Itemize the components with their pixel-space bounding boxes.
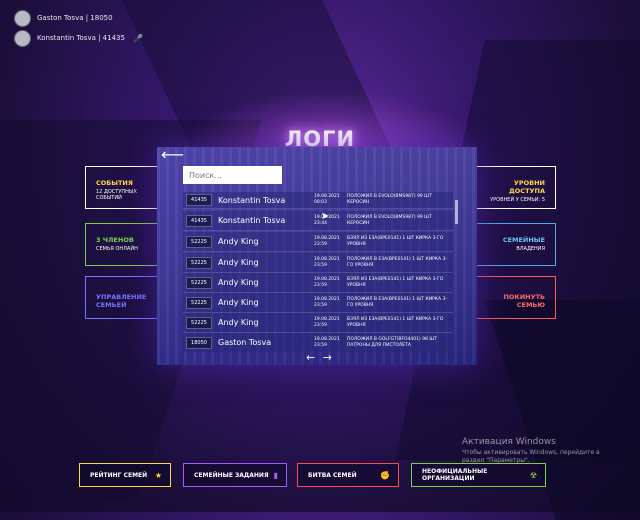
log-date: 19.08.2021 23:59 (314, 336, 340, 348)
log-action: ВЗЯЛ ИЗ E3A(ВРЕ0141) 1 ШТ КИРКА 3-ГО УРО… (347, 316, 444, 328)
table-row: 52225 Andy King 19.08.2021 23:59 ВЗЯЛ ИЗ… (183, 313, 453, 333)
events-card[interactable]: СОБЫТИЯ 12 ДОСТУПНЫХ СОБЫТИЙ (85, 166, 163, 209)
mouse-cursor-icon: ➤ (321, 211, 330, 222)
log-action: ВЗЯЛ ИЗ E3A(ВРЕ0141) 1 ШТ КИРКА 3-ГО УРО… (347, 276, 444, 288)
unofficial-orgs-label: НЕОФИЦИАЛЬНЫЕ ОРГАНИЗАЦИИ (422, 468, 488, 482)
scrollbar-thumb[interactable] (455, 200, 458, 224)
star-icon: ★ (154, 470, 162, 480)
events-title: СОБЫТИЯ (96, 179, 133, 187)
family-rating-label: РЕЙТИНГ СЕМЕЙ (90, 471, 148, 479)
next-page-arrow-icon[interactable]: → (322, 351, 334, 364)
manage-family-card[interactable]: УПРАВЛЕНИЕ СЕМЬЕЙ (85, 276, 163, 319)
avatar (14, 9, 31, 27)
family-property-card[interactable]: СЕМЕЙНЫЕ ВЛАДЕНИЯ (472, 223, 556, 266)
log-action: ПОЛОЖИЛ В E3A(ВРЕ0141) 1 ШТ КИРКА 3-ГО У… (347, 256, 447, 268)
members-subtitle: СЕМЬЯ ОНЛАЙН (96, 246, 138, 252)
prev-page-arrow-icon[interactable]: ← (306, 351, 318, 364)
watermark-text: Чтобы активировать Windows, перейдите в … (462, 449, 600, 464)
family-tasks-button[interactable]: СЕМЕЙНЫЕ ЗАДАНИЯ ▮ (183, 463, 287, 487)
table-row: 41435 Konstantin Tosva 19.08.2021 23:44 … (183, 211, 453, 231)
player-name: Konstantin Tosva (218, 216, 286, 225)
watermark-title: Активация Windows (462, 437, 556, 447)
log-date: 19.08.2021 23:59 (314, 296, 340, 308)
family-property-title: СЕМЕЙНЫЕ (502, 236, 545, 244)
player-id-badge: 18050 (186, 336, 212, 349)
avatar (14, 29, 31, 47)
player-name: Andy King (218, 278, 259, 287)
log-action: ПОЛОЖИЛ В E3A(ВРЕ0141) 1 ШТ КИРКА 3-ГО У… (347, 296, 447, 308)
player-id-badge: 41435 (186, 214, 212, 227)
back-arrow-icon[interactable]: ⟵ (161, 145, 184, 164)
log-action: ВЗЯЛ ИЗ E3A(ВРЕ0141) 1 ШТ КИРКА 3-ГО УРО… (347, 235, 444, 247)
player-id-badge: 52225 (186, 276, 212, 289)
table-row: 52225 Andy King 19.08.2021 23:59 ВЗЯЛ ИЗ… (183, 232, 453, 252)
log-date: 19.08.2021 23:59 (314, 235, 340, 247)
table-row: 52225 Andy King 19.08.2021 23:59 ВЗЯЛ ИЗ… (183, 273, 453, 293)
table-row: 41435 Konstantin Tosva 19.08.2021 00:03 … (183, 192, 453, 209)
player-name: Konstantin Tosva (218, 195, 286, 205)
events-subtitle: 12 ДОСТУПНЫХ СОБЫТИЙ (96, 189, 137, 201)
search-input[interactable] (183, 166, 282, 184)
log-date: 19.08.2021 23:59 (314, 276, 340, 288)
family-battle-label: БИТВА СЕМЕЙ (308, 471, 357, 479)
leave-family-title: ПОКИНУТЬ СЕМЬЮ (503, 293, 545, 309)
members-title: 3 ЧЛЕНОВ (96, 236, 134, 244)
player-name: Andy King (218, 298, 259, 307)
log-date: 19.08.2021 23:59 (314, 256, 340, 268)
windows-activation-watermark: Активация Windows Чтобы активировать Win… (462, 437, 622, 465)
family-battle-button[interactable]: БИТВА СЕМЕЙ ✊ (297, 463, 399, 487)
access-levels-title: УРОВНИ ДОСТУПА (508, 179, 545, 195)
player-name: Gaston Tosva (218, 338, 272, 347)
family-rating-button[interactable]: РЕЙТИНГ СЕМЕЙ ★ (79, 463, 171, 487)
family-tasks-label: СЕМЕЙНЫЕ ЗАДАНИЯ (194, 471, 269, 479)
unofficial-orgs-button[interactable]: НЕОФИЦИАЛЬНЫЕ ОРГАНИЗАЦИИ ☢ (411, 463, 546, 487)
log-action: ПОЛОЖИЛ В EVOLO(BMS987) 99 ШТ КЕРОСИН (347, 214, 432, 226)
table-row: 52225 Andy King 19.08.2021 23:59 ПОЛОЖИЛ… (183, 253, 453, 273)
leave-family-card[interactable]: ПОКИНУТЬ СЕМЬЮ (472, 276, 556, 319)
player-id-badge: 52225 (186, 235, 212, 248)
player-id-badge: 41435 (186, 194, 212, 206)
pagination: ← → (306, 351, 334, 364)
voice-players-list: Gaston Tosva | 18050 Konstantin Tosva | … (14, 8, 143, 48)
log-date: 19.08.2021 23:59 (314, 316, 340, 328)
log-date: 19.08.2021 00:03 (314, 194, 340, 205)
player-name: Andy King (218, 318, 259, 327)
log-action: ПОЛОЖИЛ В GOLFGT(BFO4401) 98 ШТ ПАТРОНЫ … (347, 336, 437, 348)
player-name: Gaston Tosva | 18050 (37, 14, 113, 22)
player-id-badge: 52225 (186, 256, 212, 269)
player-entry: Gaston Tosva | 18050 (14, 8, 143, 28)
radiation-icon: ☢ (529, 470, 537, 480)
player-name: Andy King (218, 258, 259, 267)
log-action: ПОЛОЖИЛ В EVOLO(BMS987) 99 ШТ КЕРОСИН (347, 194, 432, 205)
microphone-icon: 🎤 (132, 33, 143, 43)
player-entry: Konstantin Tosva | 41435 🎤 (14, 28, 143, 48)
player-id-badge: 52225 (186, 316, 212, 329)
table-row: 18050 Gaston Tosva 19.08.2021 23:59 ПОЛО… (183, 333, 453, 352)
player-name: Andy King (218, 237, 259, 246)
player-id-badge: 52225 (186, 296, 212, 309)
manage-family-title: УПРАВЛЕНИЕ СЕМЬЕЙ (96, 293, 147, 309)
table-row: 52225 Andy King 19.08.2021 23:59 ПОЛОЖИЛ… (183, 293, 453, 313)
access-levels-card[interactable]: УРОВНИ ДОСТУПА УРОВНЕЙ У СЕМЬИ: 5 (472, 166, 556, 209)
log-list: 41435 Konstantin Tosva 19.08.2021 00:03 … (183, 192, 453, 352)
tasks-icon: ▮ (273, 470, 278, 480)
access-levels-subtitle: УРОВНЕЙ У СЕМЬИ: 5 (490, 197, 545, 203)
player-name: Konstantin Tosva | 41435 (37, 34, 125, 42)
log-date: 19.08.2021 23:44 (314, 214, 340, 226)
members-card[interactable]: 3 ЧЛЕНОВ СЕМЬЯ ОНЛАЙН (85, 223, 163, 266)
fist-icon: ✊ (380, 470, 390, 480)
family-property-subtitle: ВЛАДЕНИЯ (516, 246, 545, 252)
